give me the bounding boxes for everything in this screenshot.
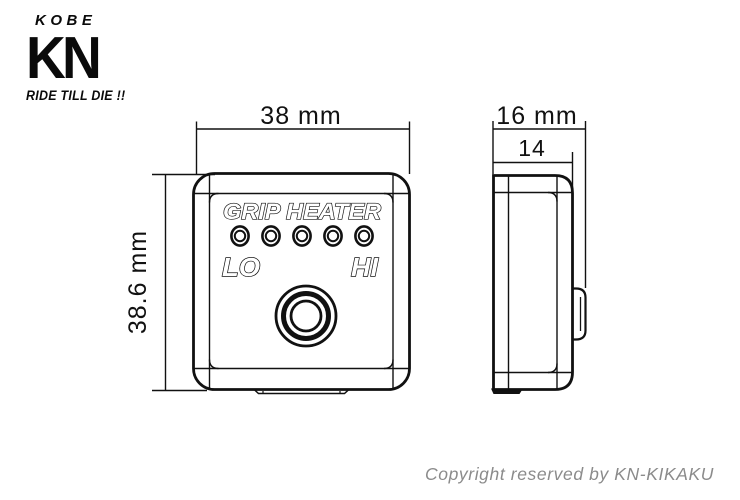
led-indicator-4 [323,225,343,247]
high-label: HI [351,252,379,282]
copyright-notice: Copyright reserved by KN-KIKAKU [425,464,714,484]
led-indicator-1 [230,225,250,247]
front-outline [192,172,411,391]
depth-total-dimension [492,121,587,288]
low-label: LO [222,252,260,282]
kn-logo: KOBE KN RIDE TILL DIE !! [26,13,134,104]
width-dimension-label: 38 mm [260,102,341,130]
led-indicator-5 [354,225,374,247]
depth-total-dimension-label: 16 mm [496,102,577,130]
width-dimension [195,121,411,174]
height-dimension [152,173,215,392]
side-outline [492,174,574,391]
front-face-band [194,174,409,389]
front-view: GRIP HEATER LO HI [192,172,411,395]
front-foot-notch [262,391,341,394]
logo-kn-text: KN [26,24,102,92]
depth-body-dimension [493,152,574,197]
dimension-lines [152,121,587,392]
side-face-band [493,175,572,390]
logo-kobe-text: KOBE [35,12,97,29]
side-face-band-corners [547,191,558,374]
led-indicator-2 [261,225,281,247]
brand-text: GRIP HEATER [223,199,381,224]
power-button [274,284,338,348]
led-indicator-3 [292,225,312,247]
led-row [230,225,374,247]
front-face-band-corners [208,192,394,370]
depth-body-dimension-label: 14 [518,135,546,161]
side-clip-tab [572,287,587,341]
height-dimension-label: 38.6 mm [124,230,152,334]
side-view [491,174,587,394]
logo-tagline-text: RIDE TILL DIE !! [26,88,126,103]
